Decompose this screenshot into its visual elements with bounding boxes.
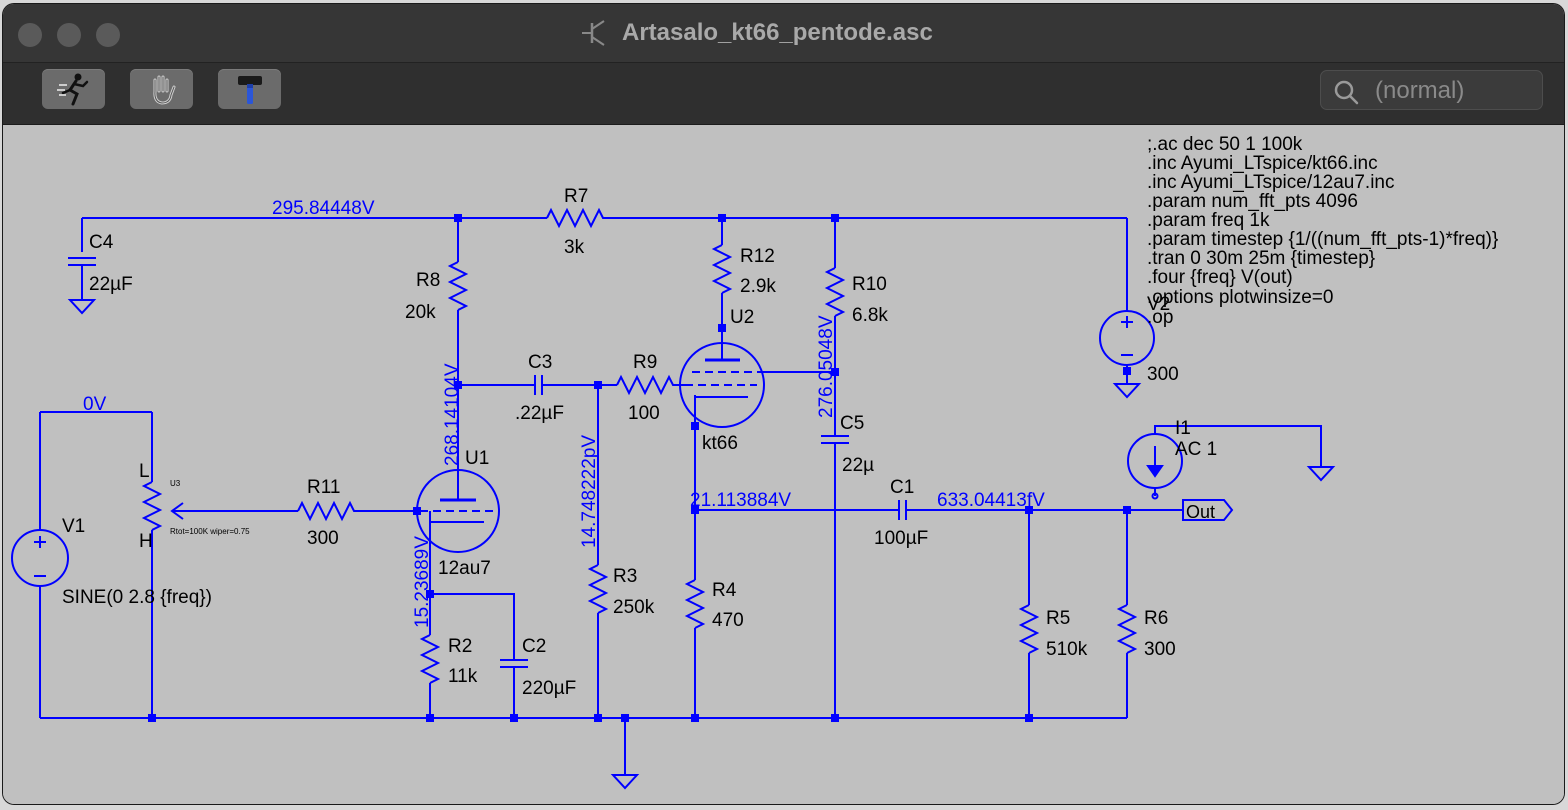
c5-value: 22µ [842,455,874,476]
close-button[interactable] [18,23,42,47]
v1-value: SINE(0 2.8 {freq}) [62,587,212,608]
r9-name: R9 [633,352,657,373]
c1-name: C1 [890,477,914,498]
v1-name: V1 [62,516,85,537]
r12-name: R12 [740,246,775,267]
r7-name: R7 [564,186,588,207]
schematic-drawing: C4 22µF R7 3k R8 20k C3 .22µF R9 100 R12… [11,134,1498,790]
wires [11,207,1336,790]
c2-value: 220µF [522,678,576,699]
schematic-file-icon [582,20,605,46]
node-voltages: 295.84448V 0V 21.113884V 633.04413fV 268… [83,198,1045,628]
settings-button[interactable] [218,69,281,109]
pot-labels: U3 Rtot=100K wiper=0.75 [170,479,250,536]
directive-5: .param freq 1k [1147,210,1270,231]
r2-value: 11k [448,666,478,687]
schematic-canvas[interactable]: C4 22µF R7 3k R8 20k C3 .22µF R9 100 R12… [3,125,1564,804]
u3-pin-l: L [139,461,150,482]
hammer-icon [238,76,262,104]
directive-2: .inc Ayumi_LTspice/kt66.inc [1147,153,1378,174]
i1-value: AC 1 [1175,439,1217,460]
search-field[interactable]: (normal) [1320,70,1543,110]
voltage-u2-plate: 276.05048V [816,315,837,418]
directive-9: .options plotwinsize=0 [1147,287,1333,308]
r5-value: 510k [1046,639,1088,660]
voltage-input: 0V [83,394,107,415]
search-placeholder: (normal) [1375,77,1465,104]
directive-8: .four {freq} V(out) [1147,267,1293,288]
voltage-u2-grid: 14.748222pV [579,435,600,548]
voltage-u2-cathode: 21.113884V [690,490,791,511]
v2-value: 300 [1147,364,1179,385]
r6-value: 300 [1144,639,1176,660]
i1-name: I1 [1175,418,1191,439]
directive-6: .param timestep {1/((num_fft_pts-1)*freq… [1147,229,1498,250]
halt-button[interactable] [130,69,193,109]
halt-hand-icon [153,75,176,105]
directive-7: .tran 0 30m 25m {timestep} [1147,248,1375,269]
c4-value: 22µF [89,274,133,295]
r6-name: R6 [1144,608,1168,629]
c3-value: .22µF [515,403,564,424]
r4-value: 470 [712,610,744,631]
search-icon [1334,80,1359,105]
window-title-text: Artasalo_kt66_pentode.asc [622,19,933,46]
directive-10: .op [1147,307,1173,328]
directive-1: ;.ac dec 50 1 100k [1147,134,1303,155]
c2-name: C2 [522,636,546,657]
r12-value: 2.9k [740,276,776,297]
r11-name: R11 [307,477,340,498]
out-port-label: Out [1186,502,1215,522]
r8-value: 20k [405,302,436,323]
u1-name: U1 [465,448,489,469]
r8-name: R8 [416,270,440,291]
r3-name: R3 [613,566,637,587]
zoom-button[interactable] [96,23,120,47]
v2-name: V2 [1147,294,1170,315]
r5-name: R5 [1046,608,1070,629]
window-title: Artasalo_kt66_pentode.asc [578,16,933,50]
u2-value: kt66 [702,433,738,454]
title-bar: Artasalo_kt66_pentode.asc [3,4,1564,63]
toolbar: (normal) [3,63,1564,125]
minimize-button[interactable] [57,23,81,47]
u3-name: U3 [170,479,181,488]
directive-4: .param num_fft_pts 4096 [1147,191,1358,212]
u3-params: Rtot=100K wiper=0.75 [170,527,250,536]
r9-value: 100 [628,403,660,424]
voltage-output: 633.04413fV [937,490,1045,511]
directive-3: .inc Ayumi_LTspice/12au7.inc [1147,172,1395,193]
voltage-u1-plate: 268.14104V [442,363,463,466]
c3-name: C3 [528,352,552,373]
r4-name: R4 [712,580,737,601]
voltage-u1-cathode: 15.23689V [412,536,433,628]
junctions [148,214,1131,722]
c5-name: C5 [840,413,864,434]
component-labels: C4 22µF R7 3k R8 20k C3 .22µF R9 100 R12… [62,186,1217,699]
u2-name: U2 [730,307,754,328]
u3-pin-h: H [139,531,153,552]
run-icon [57,73,89,106]
c1-value: 100µF [874,528,928,549]
r2-name: R2 [448,636,472,657]
r10-value: 6.8k [852,305,888,326]
ltspice-window: Artasalo_kt66_pentode.asc [3,4,1564,804]
u1-value: 12au7 [438,558,491,579]
run-button[interactable] [42,69,105,109]
r3-value: 250k [613,597,655,618]
c4-name: C4 [89,232,114,253]
r7-value: 3k [564,237,585,258]
spice-directives: ;.ac dec 50 1 100k .inc Ayumi_LTspice/kt… [1147,134,1498,328]
voltage-supply: 295.84448V [272,198,375,219]
r11-value: 300 [307,528,339,549]
r10-name: R10 [852,274,887,295]
